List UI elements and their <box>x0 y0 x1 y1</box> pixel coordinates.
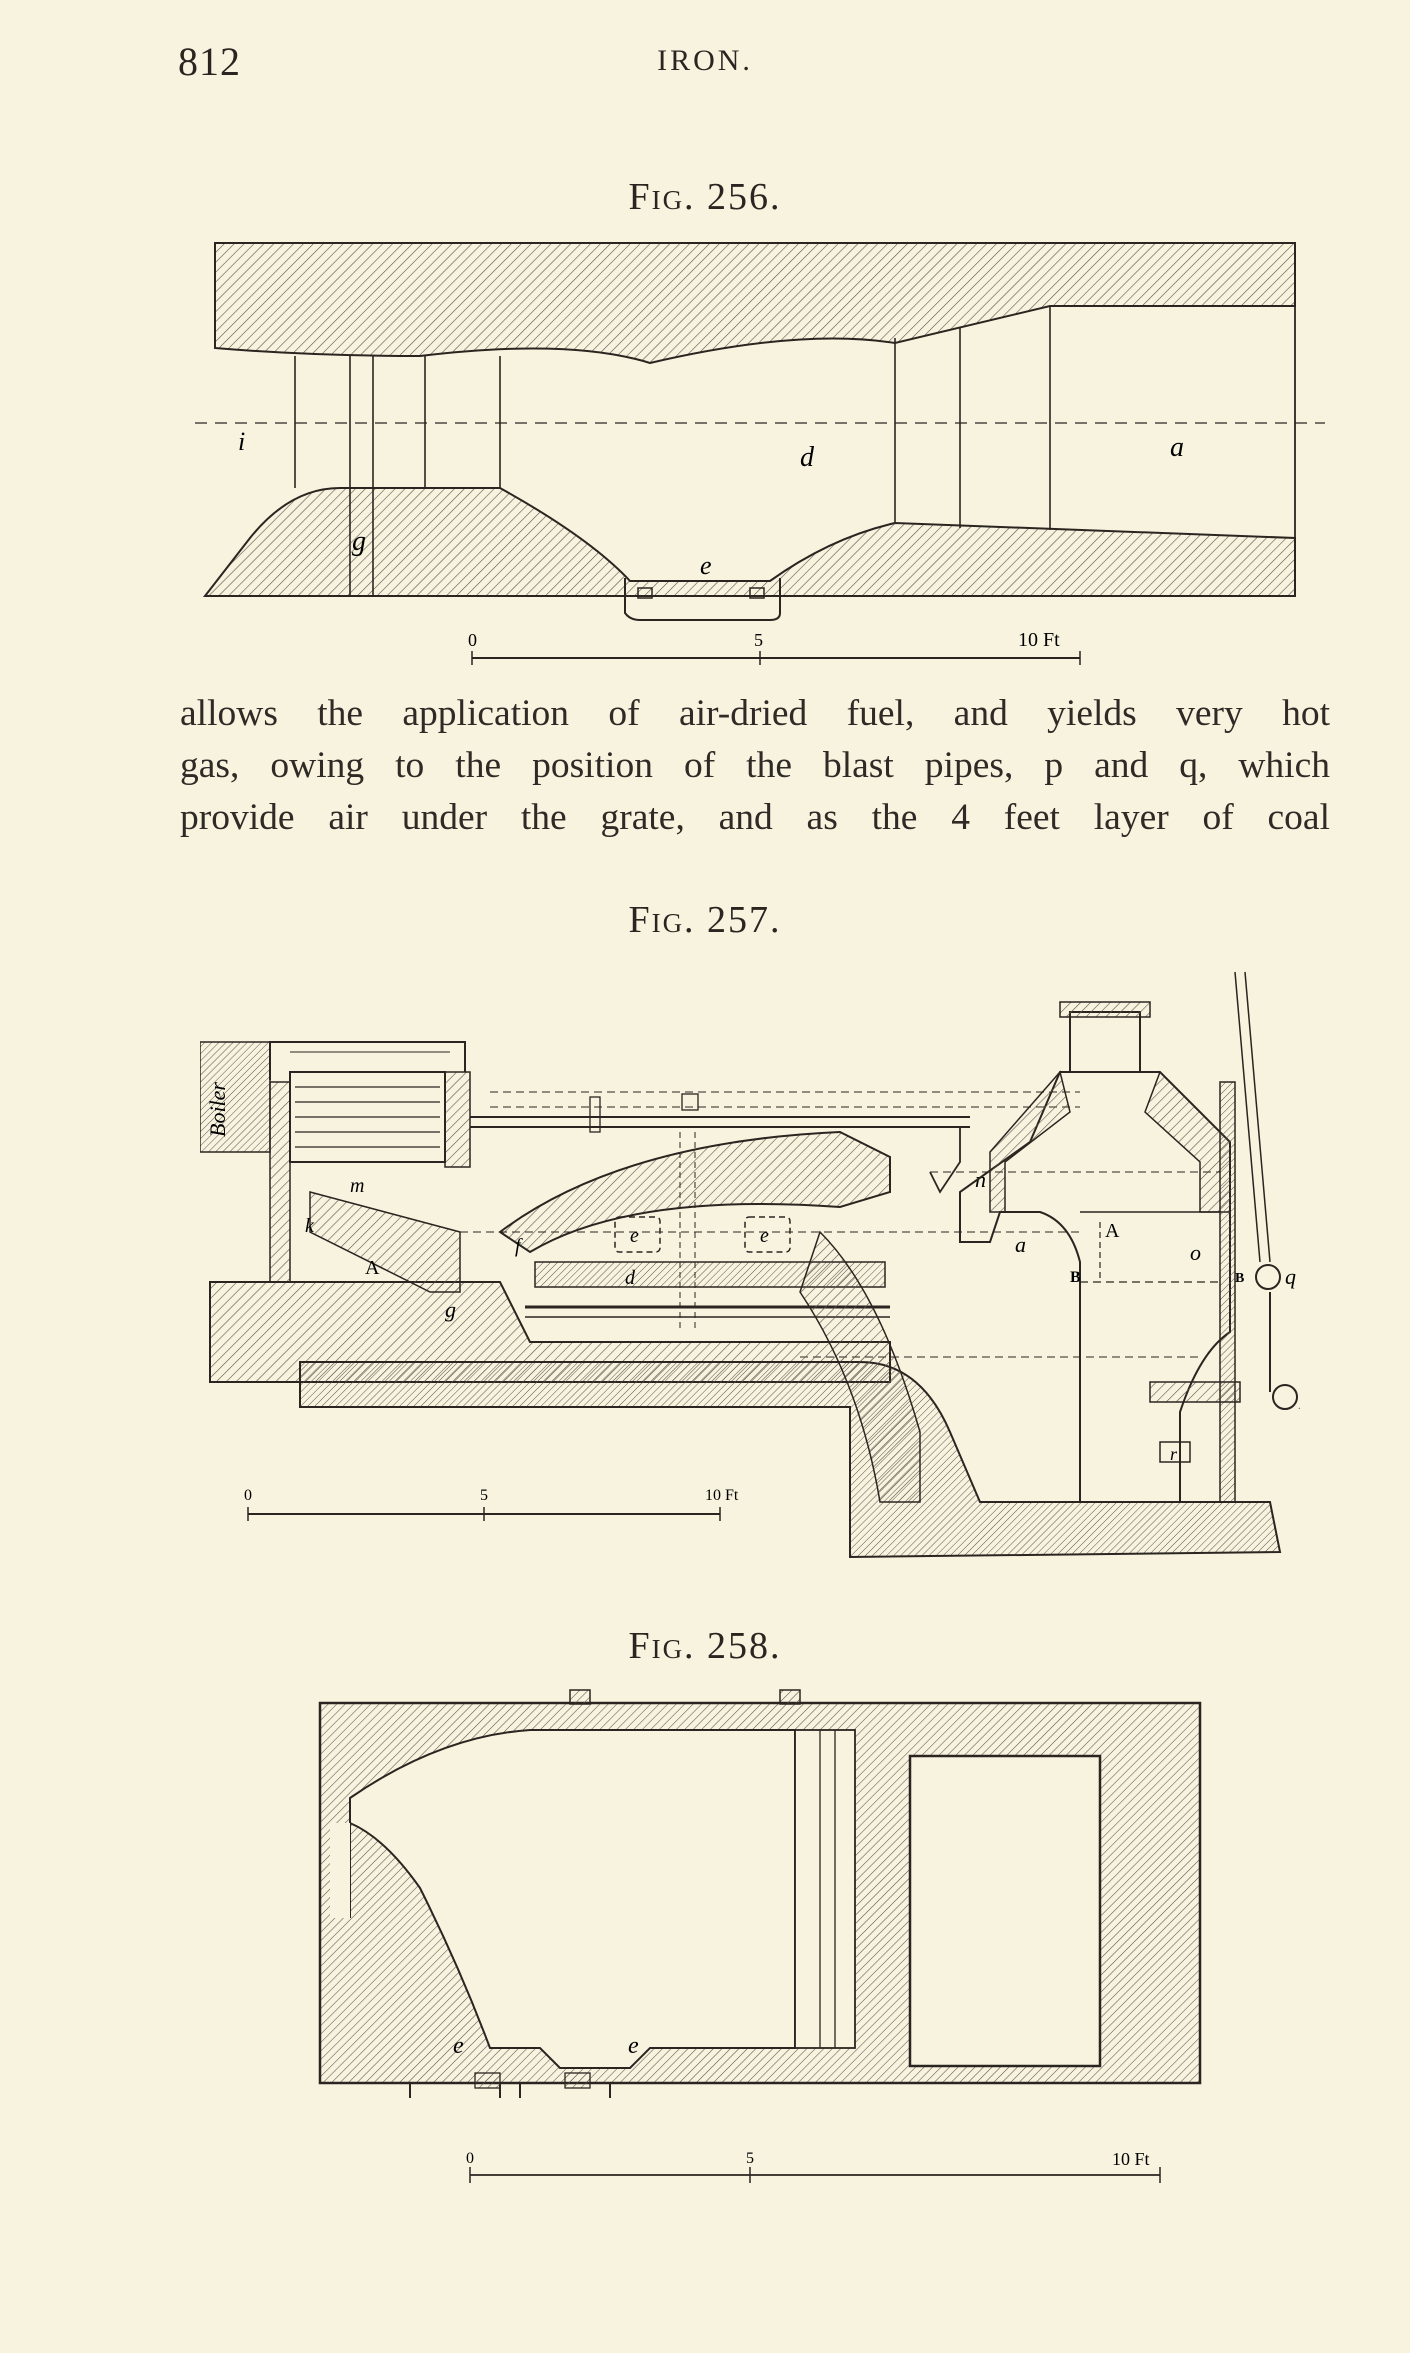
label-a: a <box>1015 1232 1026 1257</box>
scale-258-mid: 5 <box>746 2150 754 2167</box>
scale-256-mid: 5 <box>754 630 763 650</box>
body-line-2: gas, owing to the position of the blast … <box>180 745 1330 786</box>
scale-257-start: 0 <box>244 1487 252 1504</box>
page-number: 812 <box>178 39 241 84</box>
label-a: a <box>1170 432 1184 463</box>
body-paragraph: allows the application of air-dried fuel… <box>180 688 1330 844</box>
body-line-1: allows the application of air-dried fuel… <box>180 693 1330 734</box>
scale-257-end: 10 Ft <box>705 1487 739 1504</box>
label-k: k <box>305 1215 315 1237</box>
label-q: q <box>1285 1264 1296 1289</box>
figure-256-caption: Fig. 256. <box>628 176 782 218</box>
label-r: r <box>1170 1444 1178 1464</box>
label-e1: e <box>630 1225 639 1247</box>
label-e2: e <box>760 1225 769 1247</box>
label-m: m <box>350 1175 364 1197</box>
figure-258-plan-section: e e <box>318 1689 1202 2098</box>
label-i: i <box>238 427 245 456</box>
scale-257-mid: 5 <box>480 1487 488 1504</box>
scale-256-end: 10 Ft <box>1018 629 1060 651</box>
figure-258-caption: Fig. 258. <box>628 1625 782 1667</box>
label-f: f <box>515 1235 523 1257</box>
running-title: IRON. <box>657 44 753 77</box>
figure-257-caption: Fig. 257. <box>628 899 782 941</box>
scale-258-start: 0 <box>466 2150 474 2167</box>
label-boiler: Boiler <box>205 1082 230 1137</box>
figure-256-furnace-section: i d a g e 0 5 10 Ft <box>195 242 1325 665</box>
label-g: g <box>445 1297 456 1322</box>
label-n: n <box>975 1167 986 1192</box>
running-head: 812 IRON. <box>0 38 1410 98</box>
scale-bar-258-ruler: 0 5 10 Ft <box>466 2149 1161 2183</box>
label-e1: e <box>453 2033 464 2059</box>
label-d: d <box>800 442 815 473</box>
label-e: e <box>700 551 712 580</box>
label-B-left: B <box>1070 1269 1081 1286</box>
body-line-3: provide air under the grate, and as the … <box>180 797 1330 838</box>
scale-bar-257: 0 5 10 Ft <box>244 1487 739 1521</box>
label-o: o <box>1190 1240 1201 1265</box>
label-A-right: A <box>1105 1220 1120 1242</box>
scale-258-end: 10 Ft <box>1112 2149 1150 2169</box>
label-B-right: B <box>1235 1271 1244 1286</box>
scale-bar-256: 0 5 10 Ft <box>468 629 1081 665</box>
figure-257-gas-producer-section: Boiler n A o B <box>200 971 1300 1559</box>
label-A-left: A <box>365 1257 380 1279</box>
label-d: d <box>625 1267 636 1289</box>
label-e2: e <box>628 2033 639 2059</box>
label-g: g <box>352 526 366 557</box>
scale-256-start: 0 <box>468 630 477 650</box>
label-p: p <box>1298 1384 1300 1409</box>
